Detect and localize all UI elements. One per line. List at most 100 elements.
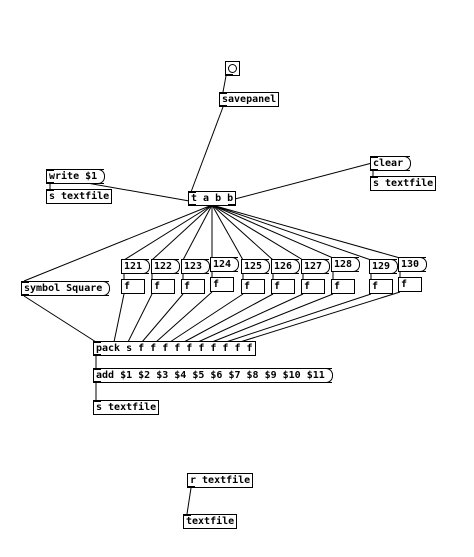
- cord: [182, 204, 213, 261]
- write-message[interactable]: write $1: [46, 169, 106, 184]
- cord: [23, 295, 97, 343]
- object-text: f: [274, 281, 281, 292]
- cord: [211, 204, 401, 259]
- float-object[interactable]: f: [331, 279, 355, 294]
- textfile-object[interactable]: textfile: [183, 514, 238, 529]
- cord: [141, 293, 184, 343]
- object-text: f: [401, 279, 408, 290]
- outlet[interactable]: [94, 354, 101, 356]
- trigger-object[interactable]: t a b b: [188, 191, 237, 206]
- cord: [222, 75, 227, 93]
- message-text: 125: [244, 261, 263, 272]
- cord: [113, 293, 125, 343]
- cord: [211, 204, 372, 261]
- message-text: add $1 $2 $3 $4 $5 $6 $7 $8 $9 $10 $11: [96, 370, 325, 381]
- inlet[interactable]: [220, 92, 227, 94]
- float-object[interactable]: f: [181, 279, 205, 294]
- message-text: 121: [124, 261, 143, 272]
- cord: [186, 487, 192, 515]
- number-message-130[interactable]: 130: [398, 257, 428, 272]
- object-text: savepanel: [222, 94, 277, 105]
- float-object[interactable]: f: [210, 277, 234, 292]
- cord: [155, 291, 213, 343]
- clear-message[interactable]: clear: [370, 156, 412, 171]
- object-text: r textfile: [190, 475, 251, 486]
- outlet[interactable]: [189, 204, 196, 206]
- message-text: 128: [334, 259, 353, 270]
- outlet[interactable]: [371, 169, 378, 171]
- cord: [225, 293, 372, 343]
- outlet[interactable]: [188, 486, 195, 488]
- number-message-127[interactable]: 127: [301, 259, 331, 274]
- number-message-125[interactable]: 125: [241, 259, 271, 274]
- object-text: pack s f f f f f f f f f f: [96, 343, 253, 354]
- outlet[interactable]: [47, 182, 54, 184]
- cord: [183, 293, 274, 343]
- inlet[interactable]: [94, 341, 101, 343]
- outlet[interactable]: [228, 204, 236, 206]
- message-text: clear: [373, 158, 404, 169]
- float-object[interactable]: f: [271, 279, 295, 294]
- message-text: 122: [154, 261, 173, 272]
- pack-object[interactable]: pack s f f f f f f f f f f: [93, 341, 256, 356]
- object-text: f: [124, 281, 131, 292]
- inlet[interactable]: [371, 176, 378, 178]
- send-textfile-object[interactable]: s textfile: [370, 176, 437, 191]
- message-text: symbol Square: [24, 283, 103, 294]
- add-message[interactable]: add $1 $2 $3 $4 $5 $6 $7 $8 $9 $10 $11: [93, 368, 333, 383]
- message-text: 129: [372, 261, 391, 272]
- inlet[interactable]: [371, 156, 378, 158]
- inlet[interactable]: [189, 191, 196, 193]
- cord: [169, 293, 244, 343]
- float-object[interactable]: f: [398, 277, 422, 292]
- savepanel-object[interactable]: savepanel: [219, 92, 280, 107]
- outlet[interactable]: [94, 381, 101, 383]
- float-object[interactable]: f: [369, 279, 393, 294]
- number-message-129[interactable]: 129: [369, 259, 399, 274]
- symbol-square-message[interactable]: symbol Square: [21, 281, 111, 296]
- cord: [197, 293, 304, 343]
- object-text: f: [184, 281, 191, 292]
- number-message-123[interactable]: 123: [181, 259, 211, 274]
- number-message-126[interactable]: 126: [271, 259, 301, 274]
- outlet[interactable]: [22, 294, 29, 296]
- inlet[interactable]: [22, 281, 29, 283]
- message-text: 123: [184, 261, 203, 272]
- float-object[interactable]: f: [121, 279, 145, 294]
- number-message-124[interactable]: 124: [210, 257, 240, 272]
- object-text: f: [213, 279, 220, 290]
- message-text: 126: [274, 261, 293, 272]
- cord: [211, 204, 274, 261]
- object-text: textfile: [186, 516, 235, 527]
- outlet[interactable]: [220, 105, 227, 107]
- outlet[interactable]: [226, 74, 233, 76]
- cord: [123, 204, 213, 261]
- float-object[interactable]: f: [151, 279, 175, 294]
- object-text: f: [334, 281, 341, 292]
- object-text: f: [372, 281, 379, 292]
- bang-button[interactable]: [225, 61, 240, 76]
- cord: [127, 293, 153, 343]
- inlet[interactable]: [94, 400, 101, 402]
- cord: [151, 204, 213, 261]
- object-text: t a b b: [191, 193, 234, 204]
- inlet[interactable]: [94, 368, 101, 370]
- object-text: f: [154, 281, 161, 292]
- inlet[interactable]: [47, 169, 54, 171]
- number-message-122[interactable]: 122: [151, 259, 181, 274]
- number-message-128[interactable]: 128: [331, 257, 361, 272]
- float-object[interactable]: f: [241, 279, 265, 294]
- cord: [211, 293, 334, 343]
- message-text: 130: [401, 259, 420, 270]
- object-text: s textfile: [373, 178, 434, 189]
- receive-textfile-object[interactable]: r textfile: [187, 473, 254, 488]
- send-textfile-object[interactable]: s textfile: [93, 400, 160, 415]
- inlet[interactable]: [184, 514, 191, 516]
- cord: [190, 106, 224, 193]
- inlet[interactable]: [47, 189, 54, 191]
- number-message-121[interactable]: 121: [121, 259, 151, 274]
- float-object[interactable]: f: [301, 279, 325, 294]
- send-textfile-object[interactable]: s textfile: [46, 189, 113, 204]
